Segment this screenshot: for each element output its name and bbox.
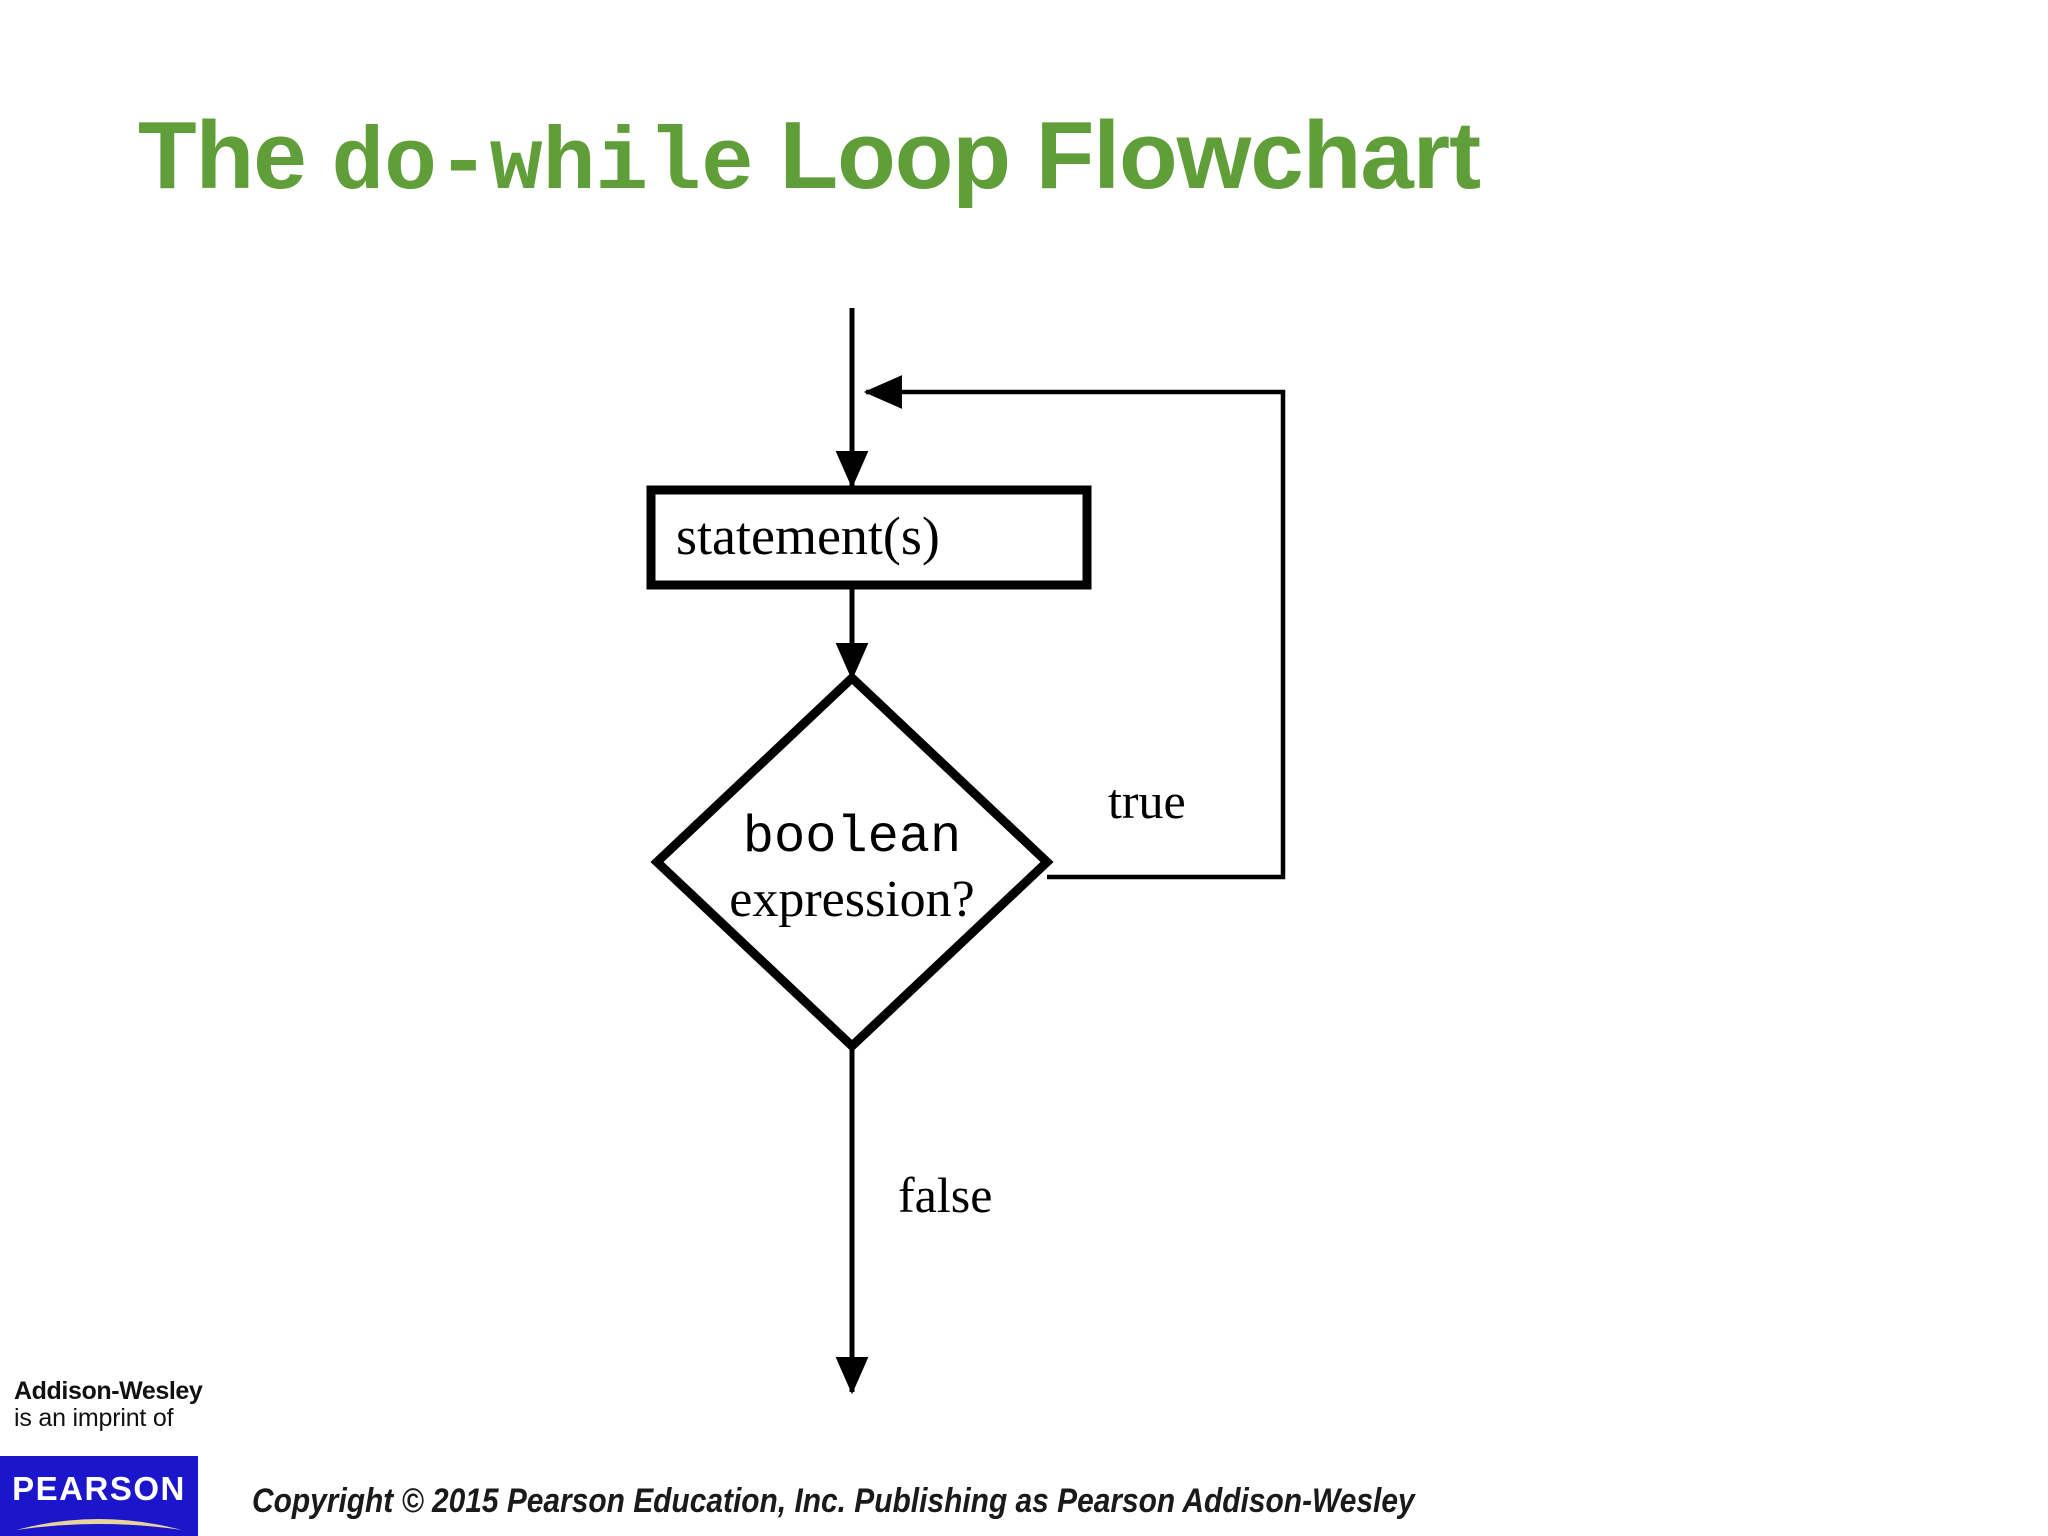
title-suffix: Loop Flowchart xyxy=(753,102,1481,209)
copyright-notice: Copyright © 2015 Pearson Education, Inc.… xyxy=(252,1482,1415,1520)
imprint-subtitle: is an imprint of xyxy=(14,1404,174,1432)
pearson-logo-wordmark: PEARSON xyxy=(12,1470,186,1507)
node-statement-box xyxy=(646,485,1092,590)
edge-label-true: true xyxy=(1108,773,1186,829)
node-statement-label: statement(s) xyxy=(676,506,940,566)
imprint-name: Addison-Wesley xyxy=(14,1377,203,1405)
node-condition-label-line2: expression? xyxy=(729,871,975,928)
page-title: The do-while Loop Flowchart xyxy=(138,96,1938,216)
node-condition-label-line1: boolean xyxy=(742,808,962,867)
edge-label-false: false xyxy=(898,1167,993,1223)
pearson-logo-arc-icon xyxy=(16,1519,182,1530)
title-code-keyword: do-while xyxy=(331,116,754,215)
pearson-logo: PEARSON xyxy=(0,1456,198,1536)
imprint-block: Addison-Wesley is an imprint of xyxy=(14,1378,224,1432)
edge-loop-back-true xyxy=(863,375,1286,880)
node-condition-diamond xyxy=(650,671,1054,1053)
title-prefix: The xyxy=(138,102,332,209)
